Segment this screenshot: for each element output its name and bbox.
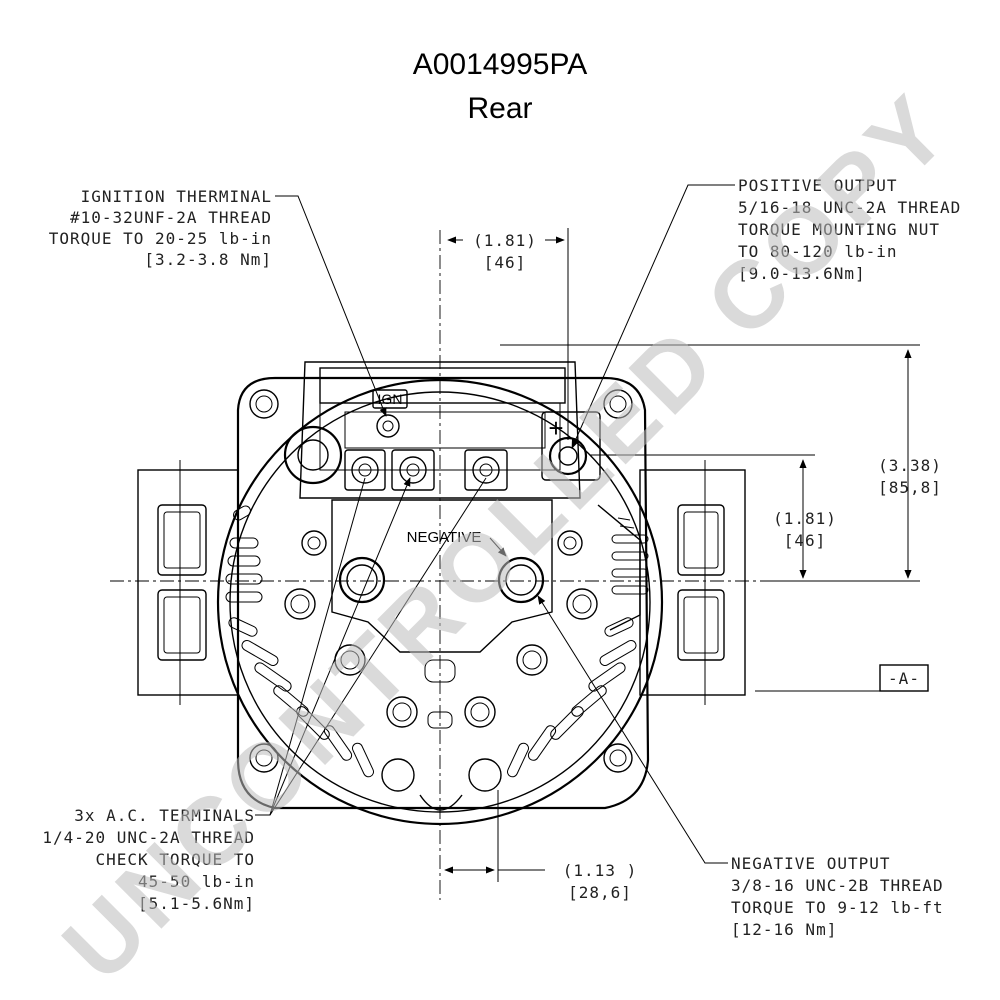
dim-top-metric: [46] bbox=[484, 253, 527, 272]
dim-top-imperial: (1.81) bbox=[473, 231, 537, 250]
ac-callout-line-4: 45-50 lb-in bbox=[138, 872, 255, 891]
dim-right-large-imperial: (3.38) bbox=[878, 456, 942, 475]
negative-label: NEGATIVE bbox=[407, 529, 482, 546]
ac-callout-line-2: 1/4-20 UNC-2A THREAD bbox=[42, 828, 255, 847]
dimension-geometry bbox=[444, 228, 929, 882]
ign-label: IGN bbox=[378, 391, 403, 407]
corner-bolt-top-left bbox=[249, 389, 279, 419]
right-connector bbox=[597, 504, 641, 631]
dim-bottom-imperial: (1.13 ) bbox=[563, 861, 637, 880]
ignition-callout-line-3: TORQUE TO 20-25 lb-in bbox=[49, 229, 272, 248]
part-number-title: A0014995PA bbox=[413, 48, 588, 81]
ac-callout-line-1: 3x A.C. TERMINALS bbox=[74, 806, 255, 825]
left-mounting-ear bbox=[137, 460, 239, 705]
left-boss bbox=[283, 425, 343, 485]
negative-output-callout: NEGATIVE OUTPUT 3/8-16 UNC-2B THREAD TOR… bbox=[731, 854, 944, 939]
vent-slots-right bbox=[507, 534, 649, 778]
ignition-callout-line-1: IGNITION THERMINAL bbox=[81, 187, 272, 206]
small-bolt-right bbox=[557, 530, 583, 556]
dim-right-small-imperial: (1.81) bbox=[773, 509, 837, 528]
corner-bolt-bottom-left bbox=[249, 743, 279, 773]
view-subtitle: Rear bbox=[467, 92, 532, 125]
ac-terminal-1 bbox=[344, 449, 386, 491]
dim-right-large-metric: [85,8] bbox=[878, 478, 942, 497]
positive-callout-line-1: POSITIVE OUTPUT bbox=[738, 176, 898, 195]
leader-lines bbox=[255, 184, 735, 864]
dim-right-small-metric: [46] bbox=[784, 531, 827, 550]
ignition-callout-line-4: [3.2-3.8 Nm] bbox=[144, 250, 272, 269]
ignition-terminal: IGN bbox=[372, 389, 408, 438]
negative-callout-line-2: 3/8-16 UNC-2B THREAD bbox=[731, 876, 944, 895]
dim-bottom-metric: [28,6] bbox=[568, 883, 632, 902]
ac-terminal-2 bbox=[391, 449, 435, 491]
negative-callout-line-1: NEGATIVE OUTPUT bbox=[731, 854, 891, 873]
negative-callout-line-3: TORQUE TO 9-12 lb-ft bbox=[731, 898, 944, 917]
ac-callout-line-5: [5.1-5.6Nm] bbox=[138, 894, 255, 913]
positive-callout: POSITIVE OUTPUT 5/16-18 UNC-2A THREAD TO… bbox=[738, 176, 961, 283]
right-mounting-ear bbox=[639, 460, 746, 705]
ignition-callout-line-2: #10-32UNF-2A THREAD bbox=[70, 208, 272, 227]
datum-label: -A- bbox=[888, 669, 920, 688]
ac-callout-line-3: CHECK TORQUE TO bbox=[96, 850, 256, 869]
ignition-callout: IGNITION THERMINAL #10-32UNF-2A THREAD T… bbox=[49, 187, 272, 269]
corner-bolt-top-right bbox=[603, 389, 633, 419]
ac-terminals-callout: 3x A.C. TERMINALS 1/4-20 UNC-2A THREAD C… bbox=[42, 806, 256, 913]
positive-callout-line-5: [9.0-13.6Nm] bbox=[738, 264, 866, 283]
vent-slots-left bbox=[225, 505, 374, 778]
positive-callout-line-2: 5/16-18 UNC-2A THREAD bbox=[738, 198, 961, 217]
ac-terminal-3 bbox=[464, 449, 508, 491]
corner-bolt-bottom-right bbox=[603, 743, 633, 773]
positive-callout-line-4: TO 80-120 lb-in bbox=[738, 242, 898, 261]
negative-callout-line-4: [12-16 Nm] bbox=[731, 920, 837, 939]
regulator-block bbox=[299, 361, 581, 499]
small-bolt-left bbox=[301, 530, 327, 556]
positive-callout-line-3: TORQUE MOUNTING NUT bbox=[738, 220, 940, 239]
positive-symbol: + bbox=[548, 413, 563, 443]
negative-plate: NEGATIVE bbox=[331, 499, 553, 653]
bottom-holes bbox=[381, 659, 502, 811]
diode-pockets bbox=[284, 588, 598, 728]
